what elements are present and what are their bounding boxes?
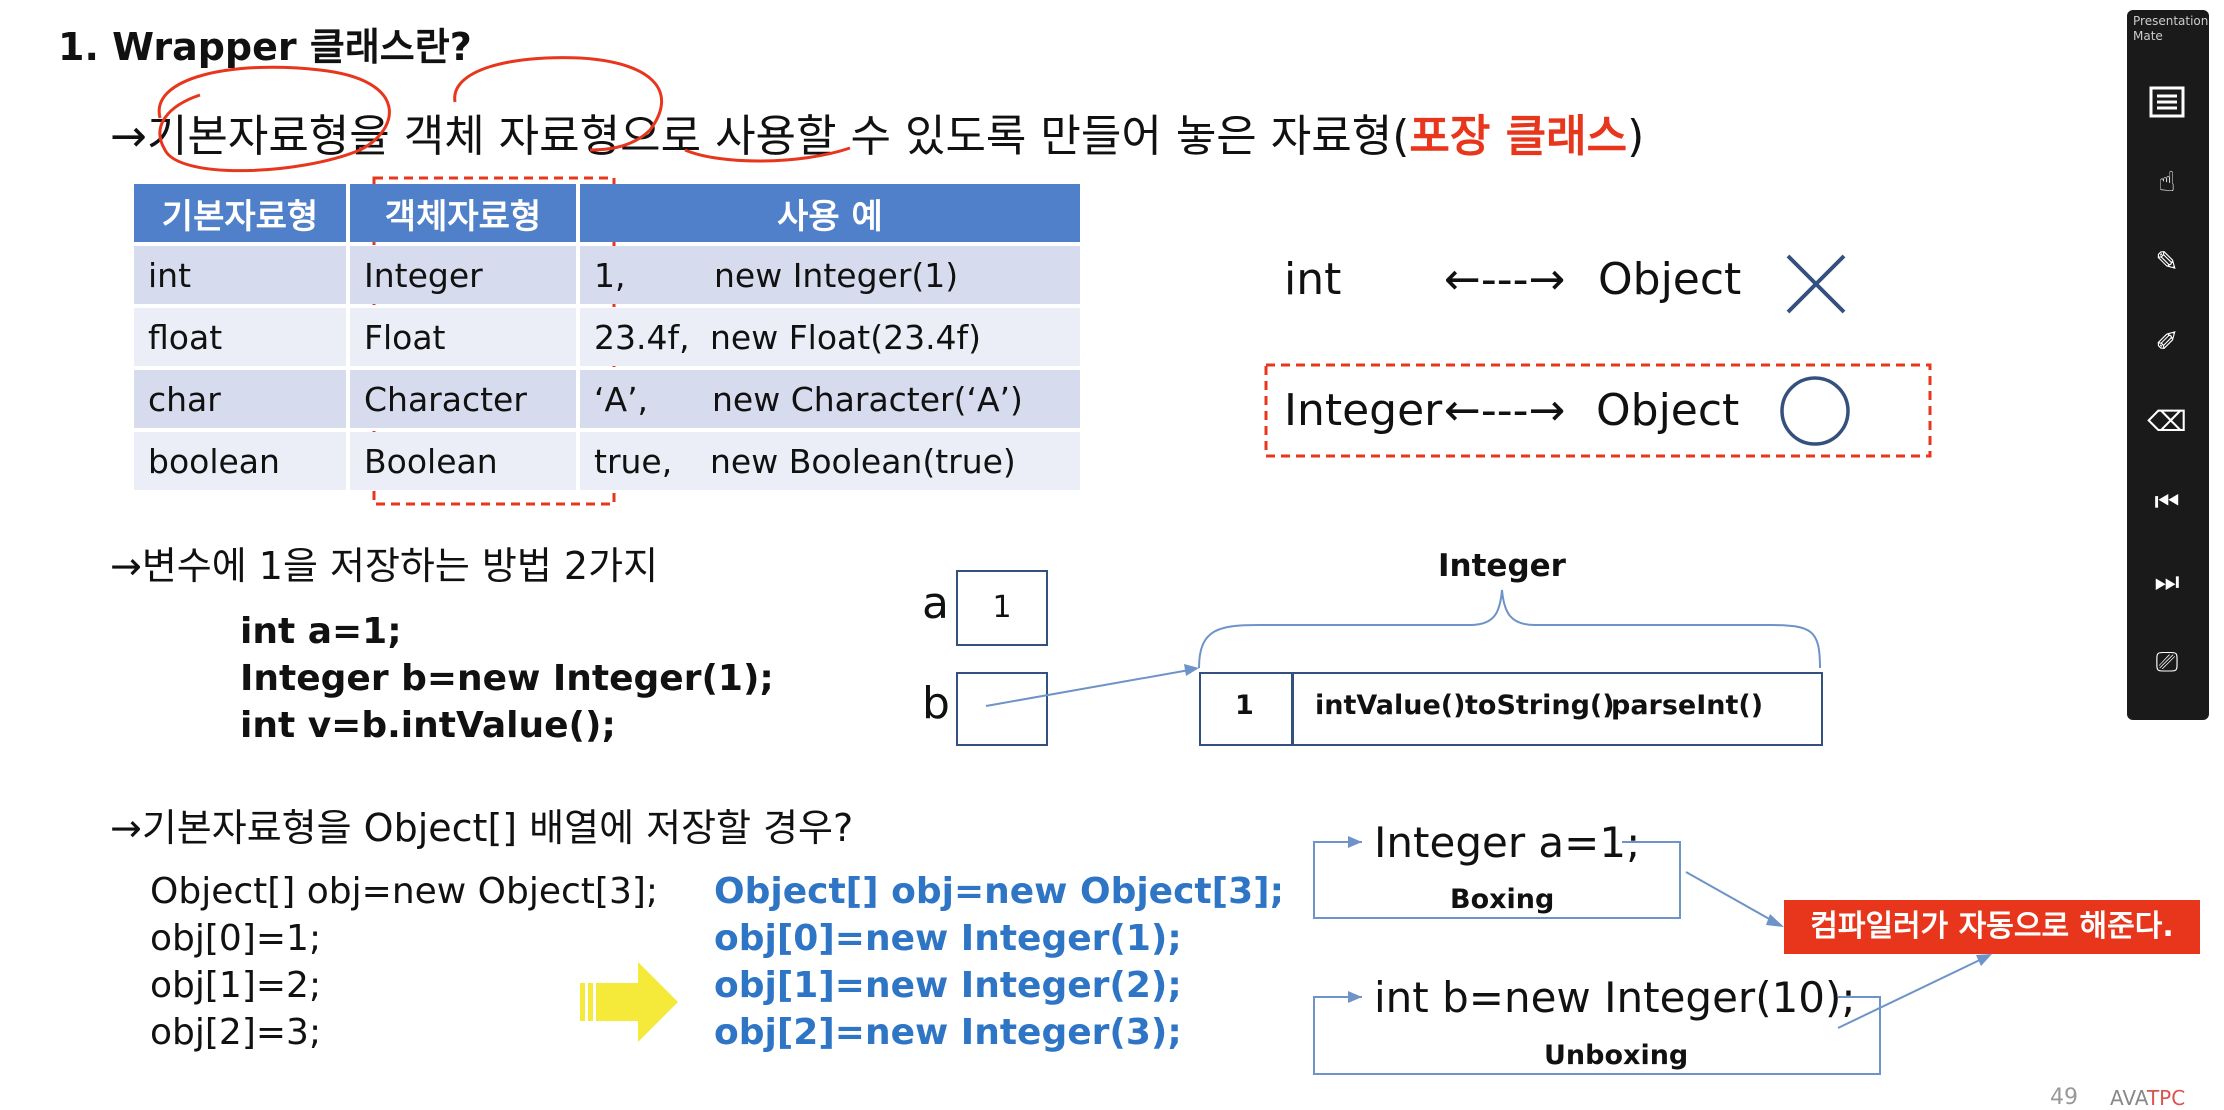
table-row: float Float 23.4f,new Float(23.4f): [134, 308, 1080, 366]
table-row: int Integer 1,new Integer(1): [134, 246, 1080, 304]
code-line: obj[1]=2;: [150, 965, 322, 1006]
brace-label: Integer: [1438, 548, 1566, 584]
integer-object-box: 1 intValue() toString() parseInt(): [1199, 672, 1823, 746]
code-line: Integer b=new Integer(1);: [240, 658, 774, 699]
wrapped-code: Object[] obj=new Object[3]; obj[0]=new I…: [714, 868, 1284, 1056]
x-mark-icon: [1786, 254, 1846, 314]
code-line: int a=1;: [240, 611, 402, 652]
cell-primitive: boolean: [134, 432, 346, 490]
subtitle: →기본자료형을 객체 자료형으로 사용할 수 있도록 만들어 놓은 자료형(포장…: [110, 100, 1644, 164]
cell-primitive: int: [134, 246, 346, 304]
table-row: boolean Boolean true,new Boolean(true): [134, 432, 1080, 490]
var-a-box: 1: [956, 570, 1048, 646]
object-value: 1: [1235, 690, 1254, 721]
compare-int-arrow: ←---→: [1444, 254, 1566, 305]
header-usage: 사용 예: [580, 184, 1080, 242]
compare-int-right: Object: [1598, 254, 1742, 305]
var-a-label: a: [922, 578, 949, 629]
boxing-code: Integer a=1;: [1374, 818, 1641, 867]
code-line: obj[1]=new Integer(2);: [714, 965, 1182, 1006]
yellow-arrow-icon: [580, 962, 678, 1042]
presentation-mate-panel: Presentation Mate ☝ ✎ ✐ ⌫ ⏮ ⏭ ⎚: [2127, 10, 2209, 720]
previous-slide-icon[interactable]: ⏮: [2154, 485, 2180, 518]
circle-mark-icon: [1780, 376, 1850, 446]
wrapper-table: 기본자료형 객체자료형 사용 예 int Integer 1,new Integ…: [130, 180, 1084, 494]
slide-title: 1. Wrapper 클래스란?: [58, 25, 472, 69]
compare-int-left: int: [1284, 254, 1342, 305]
section2-heading: →변수에 1을 저장하는 방법 2가지: [110, 544, 659, 588]
exit-presentation-icon[interactable]: ⎚: [2155, 645, 2179, 678]
code-line: obj[0]=1;: [150, 918, 322, 959]
code-line: obj[2]=3;: [150, 1012, 322, 1053]
cell-object: Character: [350, 370, 576, 428]
panel-title: Presentation Mate: [2133, 14, 2209, 43]
method-parseint: parseInt(): [1611, 690, 1764, 721]
compare-integer-left: Integer: [1284, 385, 1443, 436]
code-line: int v=b.intValue();: [240, 705, 616, 746]
highlighter-icon[interactable]: ✐: [2155, 325, 2179, 358]
compiler-note-badge: 컴파일러가 자동으로 해준다.: [1784, 900, 2200, 954]
method-tostring: toString(): [1465, 690, 1615, 721]
header-object: 객체자료형: [350, 184, 576, 242]
plain-code: Object[] obj=new Object[3]; obj[0]=1; ob…: [150, 868, 658, 1056]
cell-usage: ‘A’,new Character(‘A’): [580, 370, 1080, 428]
var-b-label: b: [922, 678, 950, 729]
var-a-value: 1: [992, 590, 1012, 625]
cell-primitive: char: [134, 370, 346, 428]
next-slide-icon[interactable]: ⏭: [2154, 565, 2180, 598]
eraser-icon[interactable]: ⌫: [2147, 405, 2187, 438]
code-line: obj[0]=new Integer(1);: [714, 918, 1182, 959]
var-b-box: [956, 672, 1048, 746]
object-divider: [1291, 674, 1294, 744]
cell-usage: true,new Boolean(true): [580, 432, 1080, 490]
pointer-hand-icon[interactable]: ☝: [2158, 165, 2176, 198]
compare-integer-arrow: ←---→: [1444, 385, 1566, 436]
boxing-label: Boxing: [1450, 884, 1555, 915]
unboxing-label: Unboxing: [1544, 1040, 1689, 1071]
compare-integer-right: Object: [1596, 385, 1740, 436]
list-icon[interactable]: [2147, 82, 2187, 122]
page-number: 49: [2050, 1085, 2078, 1110]
cell-object: Boolean: [350, 432, 576, 490]
footer-logo: AVATPC: [2110, 1086, 2186, 1110]
cell-object: Float: [350, 308, 576, 366]
section3-heading: →기본자료형을 Object[] 배열에 저장할 경우?: [110, 806, 854, 850]
cell-usage: 1,new Integer(1): [580, 246, 1080, 304]
code-line: Object[] obj=new Object[3];: [714, 871, 1284, 912]
cell-primitive: float: [134, 308, 346, 366]
subtitle-text: 기본자료형을 객체 자료형으로 사용할 수 있도록 만들어 놓은 자료형(: [146, 111, 1410, 162]
pen-icon[interactable]: ✎: [2155, 245, 2179, 278]
subtitle-arrow: →: [110, 111, 147, 162]
subtitle-close: ): [1627, 111, 1645, 162]
subtitle-highlight: 포장 클래스: [1409, 111, 1628, 162]
unboxing-code: int b=new Integer(10);: [1374, 973, 1856, 1022]
cell-object: Integer: [350, 246, 576, 304]
section2-code: int a=1; Integer b=new Integer(1); int v…: [240, 608, 774, 749]
cell-usage: 23.4f,new Float(23.4f): [580, 308, 1080, 366]
method-intvalue: intValue(): [1315, 690, 1466, 721]
code-line: obj[2]=new Integer(3);: [714, 1012, 1182, 1053]
code-line: Object[] obj=new Object[3];: [150, 871, 659, 912]
table-row: char Character ‘A’,new Character(‘A’): [134, 370, 1080, 428]
header-primitive: 기본자료형: [134, 184, 346, 242]
